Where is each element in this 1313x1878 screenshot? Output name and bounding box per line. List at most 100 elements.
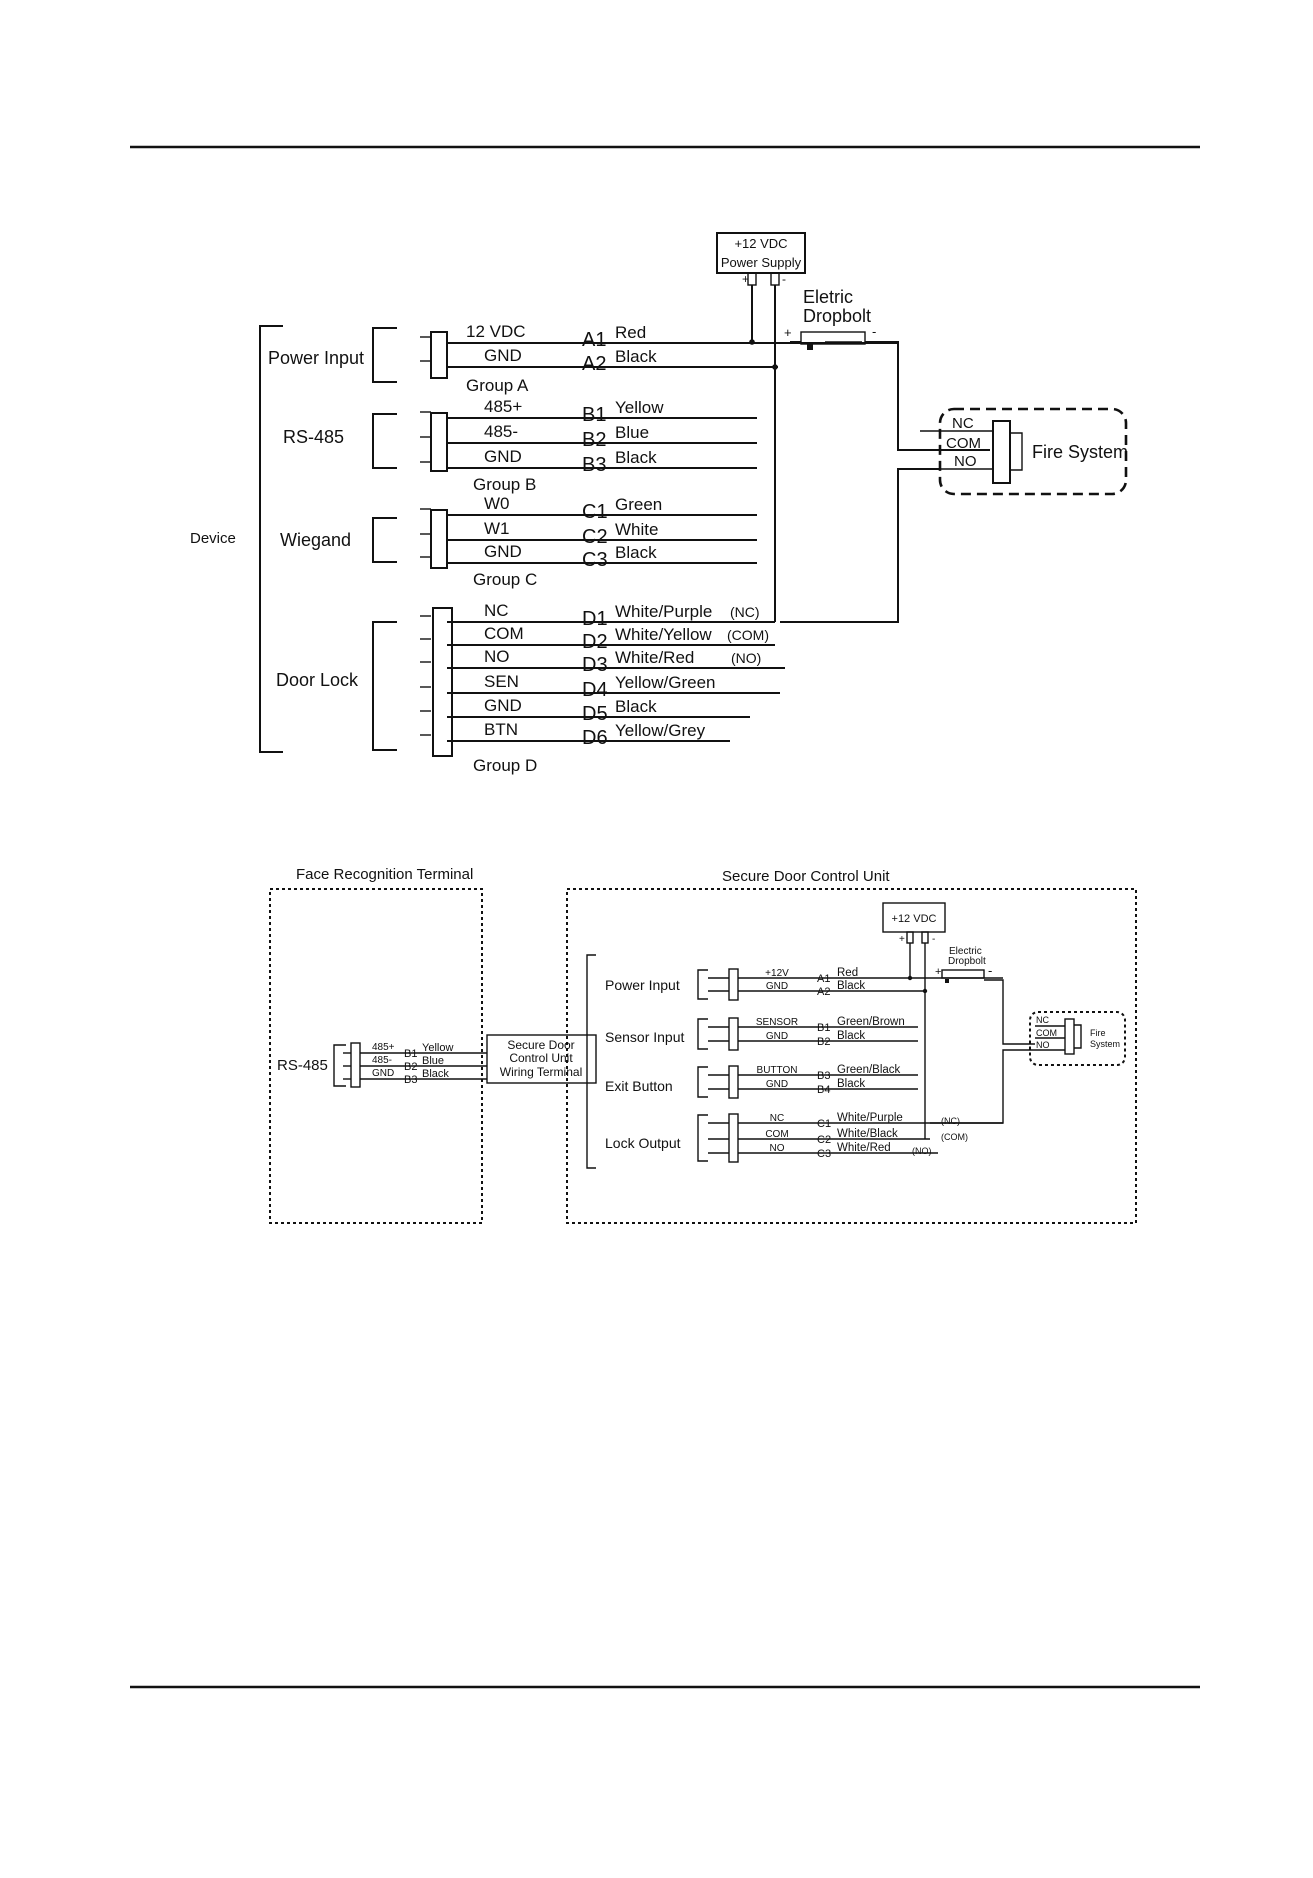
wire-id: A1: [582, 329, 606, 351]
pin-label: SENSOR: [756, 1017, 798, 1028]
pin-label: 485-: [484, 422, 518, 441]
d2-fire-nc: NC: [1036, 1015, 1049, 1025]
wire-id: B3: [817, 1070, 830, 1082]
wiring-terminal-box: [486, 1034, 597, 1084]
fire-system-contact: [1010, 432, 1023, 471]
pin-label: BTN: [484, 720, 518, 739]
diagram-2: Face Recognition Terminal Secure Door Co…: [269, 866, 1137, 1224]
wire-id: C1: [817, 1118, 831, 1130]
group-name: Exit Button: [605, 1078, 673, 1094]
junction: [922, 988, 928, 994]
wire-note: (COM): [941, 1132, 968, 1142]
wire-note: (COM): [727, 627, 769, 643]
d2-dropbolt-line2: Dropbolt: [948, 956, 986, 967]
wire-id: C3: [817, 1148, 831, 1160]
connector-a: [430, 331, 448, 379]
d2-ps-minus: -: [932, 934, 935, 945]
wire-id: B1: [817, 1022, 830, 1034]
pin-label: GND: [484, 346, 522, 365]
wire-color: White/Purple: [615, 602, 712, 621]
pin-label: 485+: [372, 1042, 395, 1053]
d2-power-supply-label: +12 VDC: [892, 913, 937, 925]
pin-label: GND: [766, 981, 788, 992]
wire-color: Yellow/Green: [615, 673, 716, 692]
group-name: Sensor Input: [605, 1029, 684, 1045]
wire-id: D4: [582, 679, 608, 701]
wire-color: White/Red: [837, 1142, 891, 1154]
wire-note: (NO): [912, 1146, 932, 1156]
wire-id: D3: [582, 654, 608, 676]
sdcu-bracket: [586, 954, 596, 1169]
ps-minus-terminal: [770, 272, 780, 286]
power-supply-plus: +: [742, 272, 749, 286]
dropbolt-pin: [807, 344, 813, 350]
wire-id: C2: [582, 526, 608, 548]
wire-id: C3: [582, 549, 608, 571]
wire-color: Black: [837, 980, 865, 992]
fire-no-to-nc-wire: [780, 468, 940, 623]
sdcu-title: Secure Door Control Unit: [722, 868, 890, 885]
connector-b: [430, 412, 448, 472]
door-lock-bracket: [372, 621, 397, 751]
d2-fire-no: NO: [1036, 1040, 1050, 1050]
group-name-rs485: RS-485: [283, 427, 344, 447]
diagram-1: Device Power Input RS-485 Wiegand Door L…: [190, 232, 1128, 775]
power-input-bracket: [372, 327, 397, 383]
d2-ps-plus-terminal: [906, 931, 914, 944]
group-bracket: [697, 1018, 708, 1050]
pin-label: W1: [484, 519, 510, 538]
wire-color: White/Black: [837, 1128, 898, 1140]
wire-color: Blue: [615, 423, 649, 442]
wire-color: Black: [615, 697, 657, 716]
pin-label: NO: [770, 1143, 785, 1154]
d2-fire-com: COM: [1036, 1028, 1057, 1038]
group-connector: [728, 1113, 739, 1163]
wire-color: Black: [837, 1078, 865, 1090]
wire-id: B2: [582, 429, 606, 451]
frt-title: Face Recognition Terminal: [296, 866, 473, 883]
fire-com: COM: [946, 435, 981, 452]
group-name-power: Power Input: [268, 348, 364, 368]
fire-system-relay: [992, 420, 1011, 484]
wire-color: Black: [615, 448, 657, 467]
wire-id: B3: [582, 454, 606, 476]
wire-note: (NC): [941, 1116, 960, 1126]
pin-label: W0: [484, 494, 510, 513]
d2-fire-contact: [1074, 1024, 1082, 1049]
rs485-bracket: [372, 413, 397, 469]
ps-plus-terminal: [747, 272, 757, 286]
pin-label: COM: [484, 624, 524, 643]
power-supply-box: [716, 232, 806, 274]
wire-id: B4: [817, 1084, 830, 1096]
d2-dropbolt-plus: +: [935, 966, 941, 978]
wire-id: B1: [582, 404, 606, 426]
wire-color: White/Red: [615, 648, 694, 667]
wire-id: D6: [582, 727, 608, 749]
wire-color: Black: [837, 1030, 865, 1042]
power-supply-minus: -: [782, 272, 786, 286]
wire-color: Yellow/Grey: [615, 721, 706, 740]
pin-label: BUTTON: [757, 1065, 798, 1076]
group-connector: [728, 1017, 739, 1051]
d2-dropbolt-body: [941, 969, 985, 979]
wire-id: A2: [817, 986, 830, 998]
wire-color: Yellow: [422, 1042, 453, 1054]
power-supply-line2: Power Supply: [721, 255, 802, 270]
frt-frame: [269, 888, 483, 1224]
pin-label: COM: [765, 1129, 788, 1140]
wire-id: D2: [582, 631, 608, 653]
wiegand-bracket: [372, 517, 397, 563]
dropbolt-plus: +: [784, 325, 792, 340]
group-label-b: Group B: [473, 475, 536, 494]
wiring-terminal-line1: Secure Door: [507, 1038, 574, 1052]
wire-color: White/Yellow: [615, 625, 712, 644]
group-bracket: [697, 1066, 708, 1098]
d2-dropbolt-minus: -: [988, 963, 992, 978]
pin-label: NO: [484, 647, 510, 666]
dropbolt-line2: Dropbolt: [803, 306, 871, 326]
d2-ps-plus: +: [899, 934, 905, 945]
